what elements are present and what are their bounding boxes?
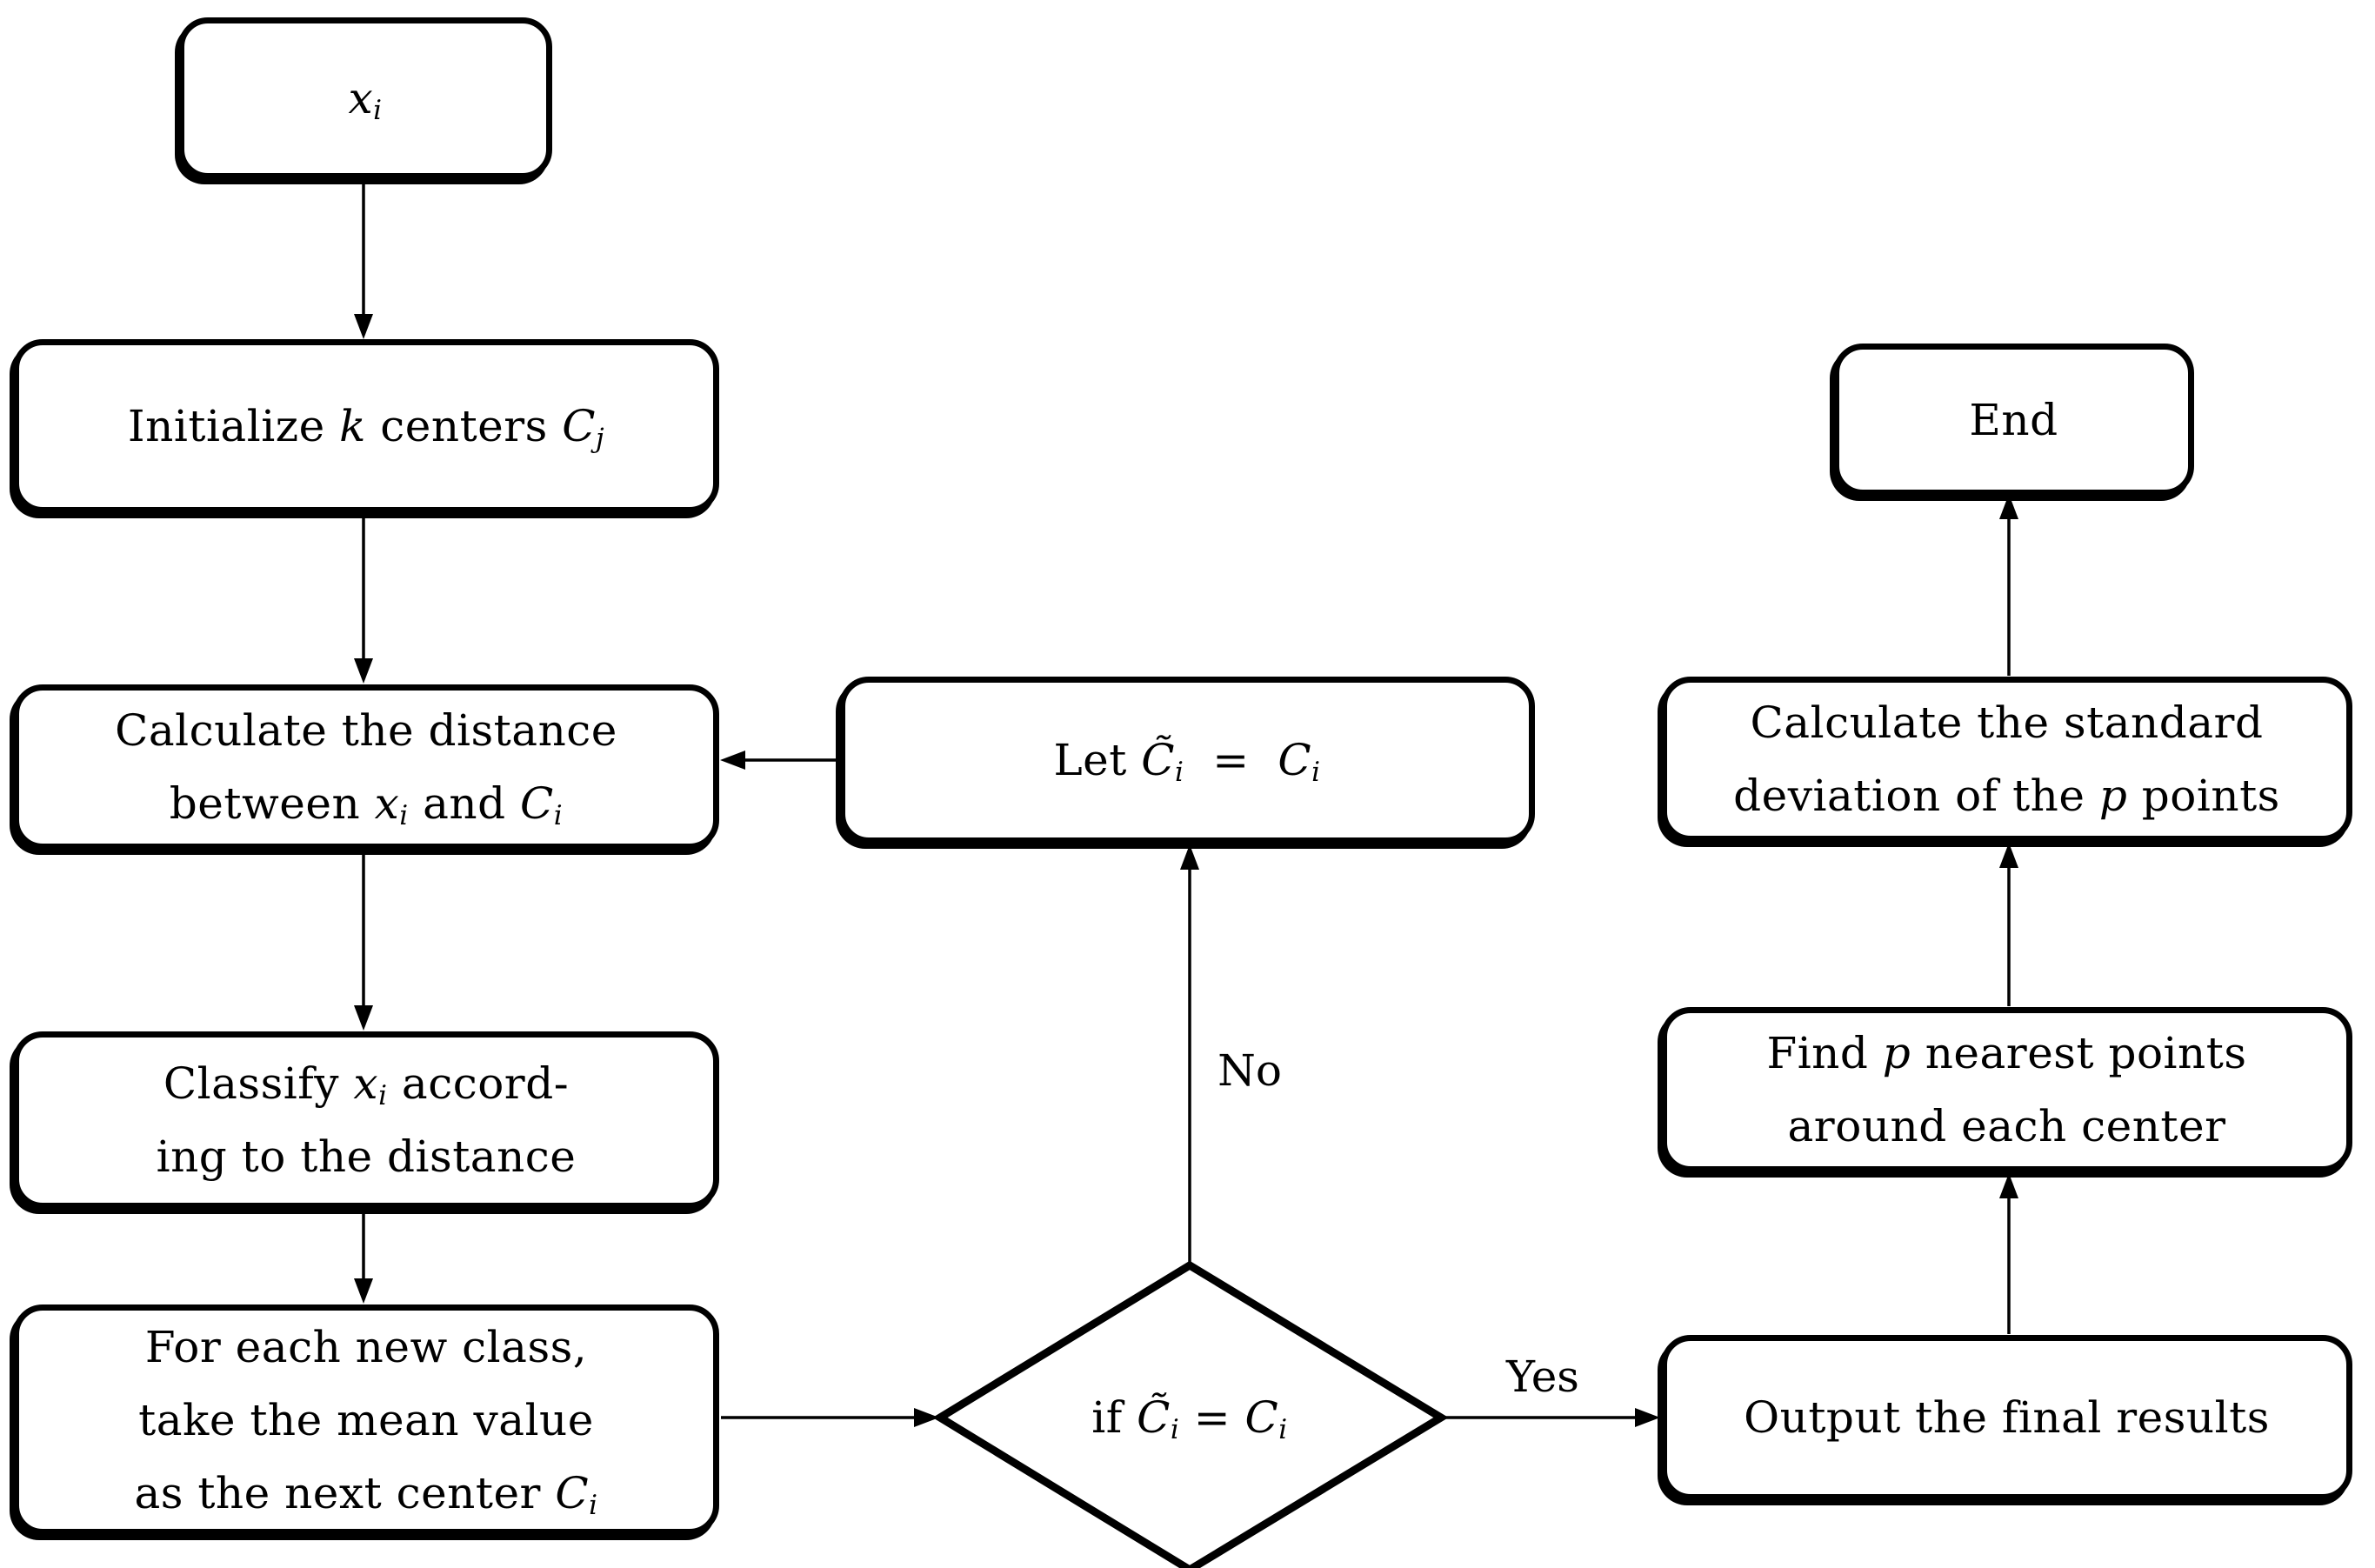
node-end: End	[1833, 344, 2194, 496]
node-classify: Classify xi accord-ing to the distance	[13, 1031, 719, 1209]
node-initialize-centers: Initialize k centers Cj	[13, 339, 719, 513]
arrow-find-p-to-std-dev	[1999, 843, 2018, 1006]
arrow-input-to-init	[354, 179, 373, 339]
edge-label-no: No	[1218, 1045, 1282, 1096]
edge-label-yes: Yes	[1506, 1351, 1579, 1402]
node-decision-if-equal: if C̃i = Ci	[1091, 1392, 1288, 1445]
decision-diamond-shape	[932, 1260, 1449, 1568]
arrow-mean-to-decision	[721, 1408, 939, 1427]
arrow-calc-dist-to-classify	[354, 842, 373, 1031]
node-let-assignment: Let C̃i = Ci	[839, 677, 1535, 844]
arrow-init-to-calc-dist	[354, 515, 373, 684]
arrow-decision-to-output-yes	[1442, 1408, 1660, 1427]
arrow-std-dev-to-end	[1999, 494, 2018, 676]
arrow-decision-to-let-no	[1180, 844, 1199, 1264]
arrow-classify-to-mean	[354, 1210, 373, 1304]
arrow-output-to-find-p	[1999, 1173, 2018, 1334]
arrow-let-to-calc-dist	[720, 751, 837, 770]
node-output-results: Output the final results	[1661, 1335, 2352, 1500]
node-input-xi: xi	[178, 17, 552, 179]
